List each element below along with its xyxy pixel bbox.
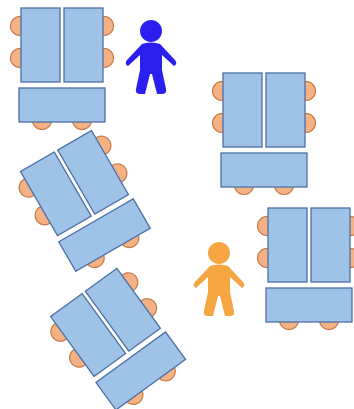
person-blue-icon [126, 20, 177, 94]
desk-group-bottom-left [42, 262, 197, 409]
desk [266, 73, 305, 147]
desk [64, 8, 103, 82]
desk [266, 288, 352, 322]
person-head [140, 20, 162, 42]
desk [19, 88, 105, 122]
person-body [126, 43, 177, 95]
person-body [194, 265, 245, 317]
desk [311, 208, 350, 282]
person-orange-icon [194, 242, 245, 316]
desk-group-mid-left [11, 125, 161, 282]
desk [221, 153, 307, 187]
person-head [208, 242, 230, 264]
desk [21, 8, 60, 82]
desk-group-bottom-right [258, 208, 354, 330]
desk-group-top-right [213, 73, 316, 195]
desk-group-top-left [11, 8, 114, 130]
desk [223, 73, 262, 147]
desk [268, 208, 307, 282]
